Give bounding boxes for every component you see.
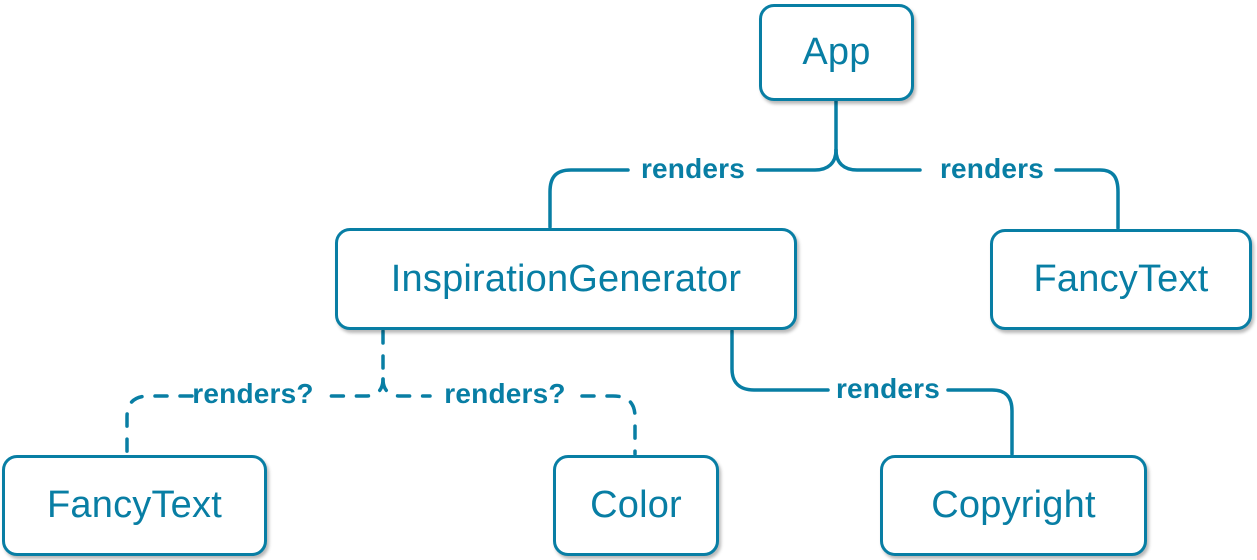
edge-label-renders: renders — [939, 153, 1045, 184]
node-color: Color — [553, 455, 719, 556]
node-inspiration-generator: InspirationGenerator — [335, 228, 797, 330]
edge-app-to-inspiration-line — [756, 148, 838, 172]
node-inspiration-generator-label: InspirationGenerator — [390, 257, 742, 300]
node-app: App — [759, 4, 914, 101]
edge-inspiration-to-fancytext-line-2 — [125, 394, 194, 456]
edge-inspiration-to-fancytext-line — [318, 377, 385, 398]
node-copyright-label: Copyright — [931, 484, 1096, 526]
edge-inspiration-to-color-line — [381, 377, 432, 398]
edge-app-to-inspiration-line-2 — [548, 168, 630, 229]
node-fancy-text-top: FancyText — [990, 229, 1252, 330]
node-fancy-text-bottom: FancyText — [2, 455, 267, 556]
edge-app-to-fancytext-line — [834, 148, 922, 172]
edge-label-renders: renders — [640, 153, 746, 184]
node-app-label: App — [802, 31, 871, 73]
edge-app-to-fancytext-line-2 — [1054, 168, 1120, 230]
node-fancy-text-top-label: FancyText — [1033, 258, 1209, 300]
edge-inspiration-to-copyright-line-2 — [946, 388, 1014, 456]
edge-label-renders-conditional: renders? — [444, 378, 566, 409]
node-color-label: Color — [590, 484, 682, 526]
edge-inspiration-to-color-line-2 — [580, 394, 637, 456]
node-copyright: Copyright — [880, 455, 1147, 556]
node-fancy-text-bottom-label: FancyText — [47, 484, 222, 526]
edge-label-renders-conditional: renders? — [192, 378, 314, 409]
edge-label-renders: renders — [835, 373, 941, 404]
edge-inspiration-to-copyright-line — [730, 329, 830, 392]
